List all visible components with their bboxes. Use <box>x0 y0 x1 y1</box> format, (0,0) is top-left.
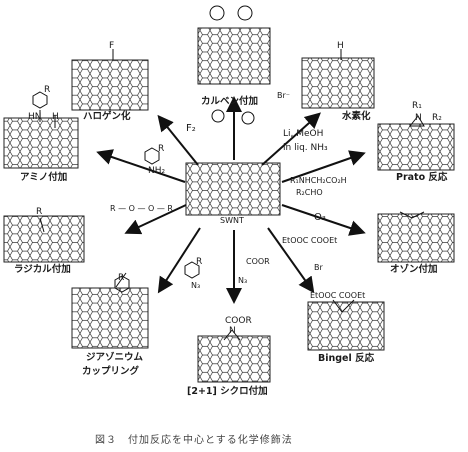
arrow-ozone <box>281 204 366 236</box>
reagent-nh3: in liq. NH₃ <box>283 143 328 153</box>
label-amino: アミノ付加 <box>20 172 68 183</box>
tube-carbene <box>197 27 271 85</box>
arrow-bingel <box>267 227 315 294</box>
label-radical: ラジカル付加 <box>14 264 71 275</box>
sub-R-nh2: R <box>158 144 165 154</box>
sub-HN: HN <box>28 112 42 122</box>
tube-cyclo <box>197 335 271 383</box>
tube-prato <box>377 123 455 171</box>
label-diazonium-2: カップリング <box>82 366 140 377</box>
reagent-prato-2: R₂CHO <box>296 188 323 197</box>
reagent-f2: F₂ <box>186 123 196 134</box>
tube-hydrogen <box>301 57 375 109</box>
arrow-amino <box>96 149 186 183</box>
arrow-prato <box>281 150 366 183</box>
tube-amino <box>3 117 79 169</box>
tube-bingel <box>307 301 385 351</box>
reagent-azide-n3: N₃ <box>238 276 248 285</box>
reagent-prato-1: R₁NHCH₂CO₂H <box>290 176 347 185</box>
sub-R-radical: R <box>36 207 43 217</box>
label-cyclo: [2+1] シクロ付加 <box>187 386 268 397</box>
sub-R-diaz: R <box>118 273 125 283</box>
arrow-radical <box>124 204 187 235</box>
label-halogen: ハロゲン化 <box>83 111 131 122</box>
tube-ozone <box>377 213 455 263</box>
reagent-carbene-br: Br⁻ <box>277 91 290 100</box>
label-hydrogen: 水素化 <box>342 111 371 122</box>
label-prato: Prato 反応 <box>396 172 448 183</box>
sub-R-n3: R <box>196 257 203 267</box>
tube-radical <box>3 215 85 263</box>
figure-caption: 図３ 付加反応を中心とする化学修飾法 <box>95 435 293 446</box>
sub-cyclo-N: N <box>229 326 236 336</box>
arrow-hydrogen <box>261 112 321 166</box>
arrow-halogen <box>157 114 199 166</box>
tube-halogen <box>71 59 149 111</box>
reagent-bingel-1: EtOOC COOEt <box>282 236 338 245</box>
sub-R1: R₁ <box>412 101 422 111</box>
sub-cyclo-cooR: COOR <box>225 316 252 326</box>
sub-R-amino: R <box>44 85 51 95</box>
reagent-li: Li, MeOH <box>283 129 324 139</box>
label-diazonium-1: ジアゾニウム <box>86 352 144 363</box>
arrow-diazonium <box>157 227 201 294</box>
label-carbene: カルベン付加 <box>201 96 259 107</box>
reagent-o3: O₃ <box>314 212 326 223</box>
sub-bingel-top: EtOOC COOEt <box>310 291 366 300</box>
reagent-bingel-2: Br <box>314 263 323 272</box>
sub-F: F <box>109 41 115 51</box>
sub-N-prato: N <box>415 113 422 123</box>
tube-diazonium <box>71 287 149 349</box>
center-label: SWNT <box>220 216 244 225</box>
sub-R2: R₂ <box>432 113 442 123</box>
label-bingel: Bingel 反応 <box>318 353 375 364</box>
tube-center <box>185 162 281 216</box>
sub-H: H <box>337 41 344 51</box>
sub-H2: H <box>52 112 59 122</box>
reagent-nh2: NH₂ <box>148 166 166 176</box>
reagent-peroxide: R — O — O — R <box>110 204 173 213</box>
label-ozone: オゾン付加 <box>390 264 438 275</box>
reagent-azide-cooR: COOR <box>246 257 270 266</box>
reagent-diaz-n3: N₃ <box>191 281 201 290</box>
